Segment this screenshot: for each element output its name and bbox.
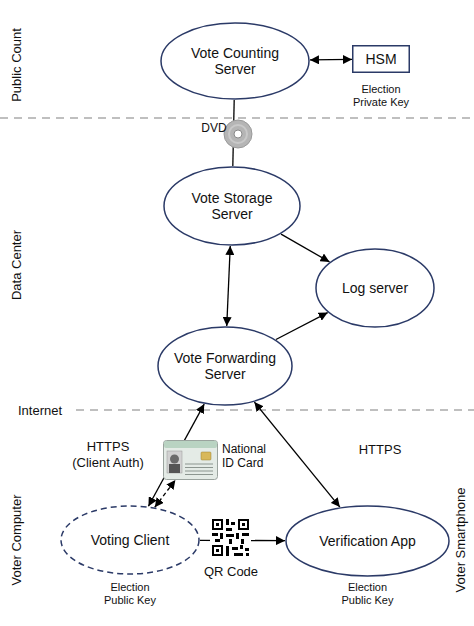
id-card bbox=[167, 451, 182, 473]
qr-code bbox=[220, 533, 223, 539]
qr-code bbox=[226, 534, 234, 537]
connector bbox=[227, 246, 231, 326]
id-card bbox=[170, 455, 179, 464]
qr-code bbox=[231, 522, 235, 525]
qr-code bbox=[245, 548, 249, 551]
zone-label: Internet bbox=[18, 403, 62, 418]
zone-label: Public Count bbox=[9, 28, 24, 102]
zone-label: Data Center bbox=[9, 230, 24, 300]
node-outline bbox=[161, 23, 309, 99]
id-card bbox=[185, 474, 213, 475]
id-card bbox=[164, 441, 217, 448]
connector bbox=[254, 402, 340, 507]
id-card bbox=[164, 441, 218, 480]
server-ellipse: Vote Storage Server bbox=[163, 166, 301, 246]
id-card bbox=[169, 464, 180, 473]
edge-label: HTTPS (Client Auth) bbox=[67, 439, 150, 470]
qr-code bbox=[212, 545, 223, 556]
qr-code bbox=[241, 539, 244, 544]
zone-label: Voter Computer bbox=[9, 494, 24, 585]
qr-code bbox=[210, 517, 251, 558]
qr-code bbox=[226, 519, 229, 525]
media-label: DVD bbox=[201, 121, 226, 135]
connector bbox=[276, 313, 328, 340]
node-outline bbox=[286, 506, 449, 576]
qr-code bbox=[246, 553, 249, 556]
id-card bbox=[185, 467, 213, 468]
qr-code bbox=[226, 528, 232, 531]
node-outline bbox=[164, 167, 300, 245]
node-title: HSM bbox=[365, 51, 396, 67]
node-note: Election Public Key bbox=[95, 581, 165, 607]
app-ellipse: Verification AppElection Public Key bbox=[285, 505, 450, 577]
qr-code bbox=[210, 517, 251, 558]
qr-code bbox=[234, 553, 243, 556]
edge-label: HTTPS bbox=[345, 442, 415, 458]
client-ellipse: Voting ClientElection Public Key bbox=[60, 505, 200, 575]
qr-code bbox=[238, 519, 249, 530]
qr-code bbox=[212, 533, 218, 536]
node-outline bbox=[158, 327, 292, 405]
connector bbox=[310, 59, 352, 61]
node-note: Election Private Key bbox=[345, 83, 417, 109]
node-title: Voting Client bbox=[91, 532, 170, 548]
zone-separator bbox=[76, 409, 474, 411]
node-note: Election Public Key bbox=[333, 581, 403, 607]
qr-code bbox=[226, 546, 229, 556]
zone-separator bbox=[0, 117, 474, 119]
server-ellipse: Vote Forwarding Server bbox=[157, 326, 293, 406]
dvd-disc bbox=[234, 130, 242, 138]
connector bbox=[155, 480, 176, 507]
id-card bbox=[185, 471, 213, 472]
hsm-box: HSMElection Private Key bbox=[352, 45, 410, 73]
node-title: National ID Card bbox=[222, 442, 278, 471]
id-card bbox=[185, 464, 213, 465]
dvd-disc bbox=[229, 125, 247, 143]
server-ellipse: Vote Counting Server bbox=[160, 22, 310, 100]
qr-code bbox=[229, 539, 232, 544]
node-title: Vote Counting Server bbox=[179, 45, 291, 77]
edge-label: QR Code bbox=[191, 564, 271, 580]
id-card: National ID Card bbox=[163, 440, 218, 480]
qr-code bbox=[232, 547, 238, 550]
node-outline bbox=[61, 506, 199, 574]
qr-code bbox=[216, 523, 219, 526]
dvd-disc bbox=[224, 120, 252, 148]
node-title: Log server bbox=[342, 280, 408, 296]
node-outline bbox=[353, 46, 410, 73]
node-outline bbox=[316, 249, 434, 327]
node-outline bbox=[163, 440, 218, 480]
qr-code bbox=[214, 521, 221, 528]
qr-code bbox=[242, 533, 249, 536]
node-title: Vote Forwarding Server bbox=[169, 350, 281, 382]
connector bbox=[281, 234, 329, 262]
qr-code bbox=[240, 521, 247, 528]
node-title: Vote Storage Server bbox=[180, 190, 284, 222]
qr-code bbox=[242, 523, 245, 526]
dvd-disc bbox=[224, 120, 252, 148]
qr-code bbox=[214, 547, 221, 554]
qr-code bbox=[236, 533, 239, 539]
qr-code bbox=[216, 549, 219, 552]
qr-code bbox=[215, 539, 220, 542]
zone-label: Voter Smartphone bbox=[453, 488, 468, 593]
qr-code bbox=[240, 545, 243, 549]
id-card bbox=[201, 452, 211, 460]
node-title: Verification App bbox=[319, 533, 416, 549]
server-ellipse: Log server bbox=[315, 248, 435, 328]
qr-code bbox=[212, 519, 223, 530]
